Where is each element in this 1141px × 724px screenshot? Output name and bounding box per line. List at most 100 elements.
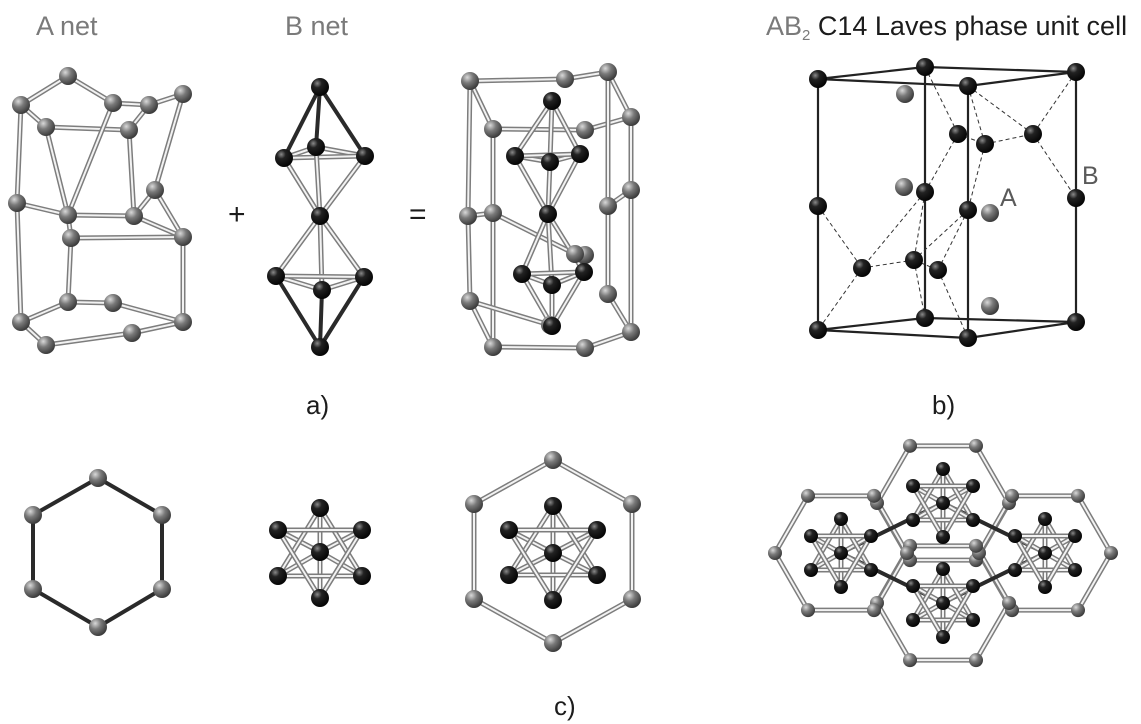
b-site-atom: [267, 267, 285, 285]
b-site-atom: [1068, 529, 1082, 543]
a-site-atom: [896, 85, 914, 103]
tiling-hexagon-bond-highlight: [1077, 552, 1112, 612]
dashed-bond: [861, 191, 926, 269]
a-site-atom: [461, 292, 479, 310]
a-site-atom: [459, 207, 477, 225]
tiling-star-bond-highlight: [1014, 535, 1046, 588]
unit-cell-title: C14 Laves phase unit cell: [810, 11, 1128, 41]
a-site-atom: [622, 181, 640, 199]
tiling-hexagon-bond-highlight: [975, 444, 1010, 504]
a-site-atom: [599, 63, 617, 81]
projection-a-hexagon-bond: [31, 476, 100, 517]
b-site-atom: [355, 268, 373, 286]
a-site-atom: [969, 438, 983, 453]
b-net-bond-highlight: [283, 155, 366, 159]
b-site-atom: [936, 630, 950, 644]
a-net-bond-highlight: [67, 214, 135, 217]
a-site-atom: [1104, 546, 1118, 560]
a-site-atom: [900, 546, 914, 560]
a-site-atom: [146, 181, 164, 199]
projection-b-star-bond-highlight: [319, 529, 363, 599]
a-site-atom: [903, 653, 917, 668]
a-site-atom: [981, 297, 999, 315]
equals-sign: =: [409, 198, 427, 231]
a-site-atom: [153, 506, 171, 524]
b-site-atom: [864, 529, 878, 543]
b-site-atom: [543, 276, 561, 294]
unit-cell-formula: AB: [766, 11, 803, 41]
b-site-atom: [1067, 189, 1085, 207]
a-net-bond-highlight: [112, 302, 184, 323]
combined-a-bond-highlight: [467, 80, 471, 217]
b-site-atom: [936, 562, 950, 576]
b-net-bond-highlight: [319, 155, 366, 217]
projection-a-hexagon-bond: [96, 587, 164, 629]
b-site-atom: [916, 183, 934, 201]
b-site-atom: [543, 317, 561, 335]
b-site-atom: [936, 496, 950, 510]
a-net-bond-highlight: [70, 236, 184, 239]
b-net-bond-highlight: [275, 215, 321, 277]
a-site-atom: [969, 653, 983, 668]
b-site-atom: [906, 579, 920, 593]
a-site-atom: [120, 121, 138, 139]
b-site-atom: [1024, 125, 1042, 143]
a-site-atom: [969, 538, 983, 553]
b-site-atom: [311, 78, 329, 96]
b-site-atom: [1067, 63, 1085, 81]
b-site-atom: [539, 205, 557, 223]
b-site-atom: [1068, 563, 1082, 577]
b-site-atom: [905, 251, 923, 269]
b-net-bond-highlight: [319, 215, 365, 278]
a-net-heading: A net: [36, 11, 98, 41]
b-site-atom: [853, 259, 871, 277]
b-site-atom: [936, 596, 950, 610]
a-site-atom: [125, 207, 143, 225]
combined-a-bond-highlight: [467, 215, 471, 302]
dashed-bond: [913, 191, 926, 261]
b-site-atom: [906, 479, 920, 493]
tiling-hexagon-bond-highlight: [1077, 494, 1112, 554]
a-site-atom: [1071, 488, 1085, 503]
combined-b-bond-highlight: [551, 100, 581, 155]
panel-a-label: a): [306, 390, 330, 420]
combined-a-bond-highlight: [492, 346, 586, 349]
b-site-atom: [929, 261, 947, 279]
a-site-atom: [104, 294, 122, 312]
unit-cell-edge: [924, 65, 1077, 74]
dashed-bond: [937, 209, 969, 271]
tiling-hexagon-bond-highlight: [774, 494, 809, 554]
b-site-atom: [500, 521, 518, 539]
dashed-bond: [967, 85, 1034, 135]
combined-a-bond-highlight: [469, 78, 566, 82]
a-site-atom: [867, 603, 881, 618]
b-net-bond-highlight: [315, 146, 321, 217]
b-net-bond: [282, 85, 322, 160]
b-site-atom: [544, 591, 562, 609]
a-site-atom: [484, 204, 502, 222]
a-site-atom: [59, 67, 77, 85]
a-site-atom: [153, 580, 171, 598]
b-net-bond: [318, 288, 324, 349]
a-site-atom: [801, 488, 815, 503]
tiling-star-bond-highlight: [1044, 535, 1076, 588]
a-site-atom: [104, 94, 122, 112]
b-site-atom: [356, 147, 374, 165]
b-site-atom: [541, 153, 559, 171]
a-site-atom: [544, 451, 562, 469]
a-site-atom: [622, 323, 640, 341]
a-site-atom: [123, 324, 141, 342]
dashed-bond: [967, 143, 986, 211]
unit-cell-edge: [817, 65, 926, 81]
a-site-atom: [623, 590, 641, 608]
b-net-bond: [314, 85, 322, 149]
a-site-atom: [465, 495, 483, 513]
b-site-atom: [1038, 580, 1052, 594]
a-site-atom: [140, 96, 158, 114]
tiling-star-bond-highlight: [942, 485, 974, 538]
a-site-atom: [903, 438, 917, 453]
tiling-star-bond-highlight: [810, 535, 842, 588]
tiling-star-bond-highlight: [840, 518, 872, 571]
